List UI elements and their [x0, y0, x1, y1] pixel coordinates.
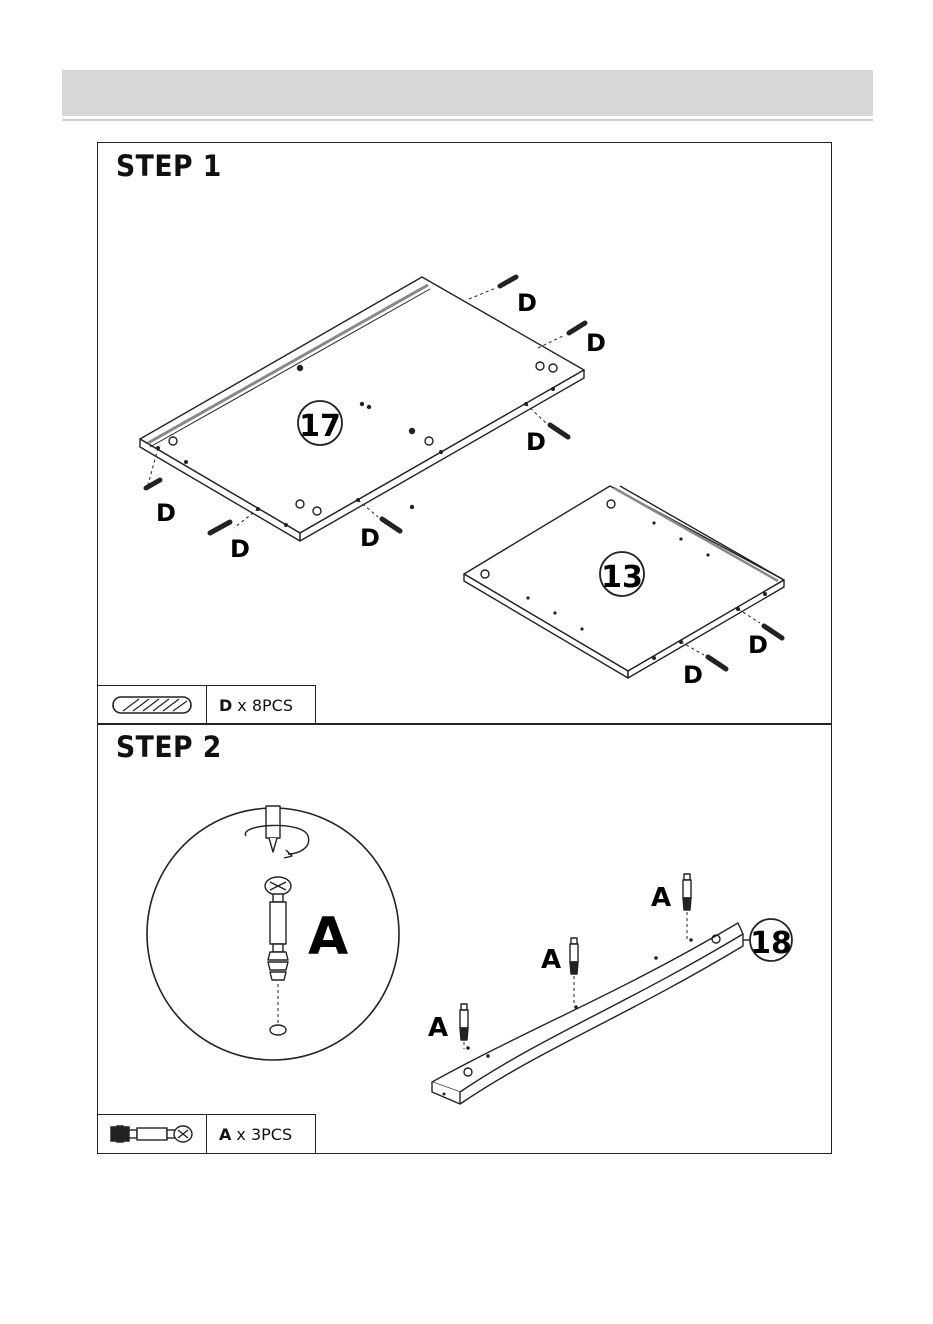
part-13-label: 13 — [601, 560, 643, 595]
dowel-callout: D — [360, 524, 380, 552]
step-1-panel: 17 13 D D D D D D D D STEP 1 — [97, 142, 832, 725]
header-rule — [62, 119, 873, 121]
dowel-callout: D — [748, 631, 768, 659]
step-1-part-qty: x 8PCS — [237, 696, 293, 715]
bolt-callout: A — [541, 945, 561, 975]
dowel-callout: D — [586, 329, 606, 357]
step-2-illustration: A 18 A A A — [98, 724, 831, 1153]
header-bar — [62, 70, 873, 116]
part-18-label: 18 — [750, 926, 792, 961]
bolt-callout: A — [651, 883, 671, 913]
cam-bolt-icon — [98, 1115, 207, 1153]
rail-18 — [432, 923, 743, 1104]
wood-dowel-icon — [98, 686, 207, 724]
step-2-panel: A 18 A A A STEP 2 A — [97, 723, 832, 1154]
zoom-bolt-label: A — [308, 907, 348, 967]
dowel-callout: D — [526, 428, 546, 456]
step-2-title: STEP 2 — [116, 730, 222, 764]
step-2-parts-box: A x 3PCS — [97, 1114, 316, 1154]
step-1-parts-box: D x 8PCS — [97, 685, 316, 725]
step-1-illustration: 17 13 D D D D D D D D — [98, 143, 831, 724]
step-1-part-letter: D — [219, 696, 232, 715]
step-1-parts-label: D x 8PCS — [207, 686, 315, 724]
step-1-title: STEP 1 — [116, 149, 222, 183]
step-2-part-qty: x 3PCS — [236, 1125, 292, 1144]
bolt-callout: A — [428, 1013, 448, 1043]
dowel-callout: D — [517, 289, 537, 317]
dowel-callout: D — [156, 499, 176, 527]
step-2-part-letter: A — [219, 1125, 231, 1144]
dowel-callout: D — [230, 535, 250, 563]
part-17-label: 17 — [299, 409, 341, 444]
dowel-callout: D — [683, 661, 703, 689]
step-2-parts-label: A x 3PCS — [207, 1115, 315, 1153]
